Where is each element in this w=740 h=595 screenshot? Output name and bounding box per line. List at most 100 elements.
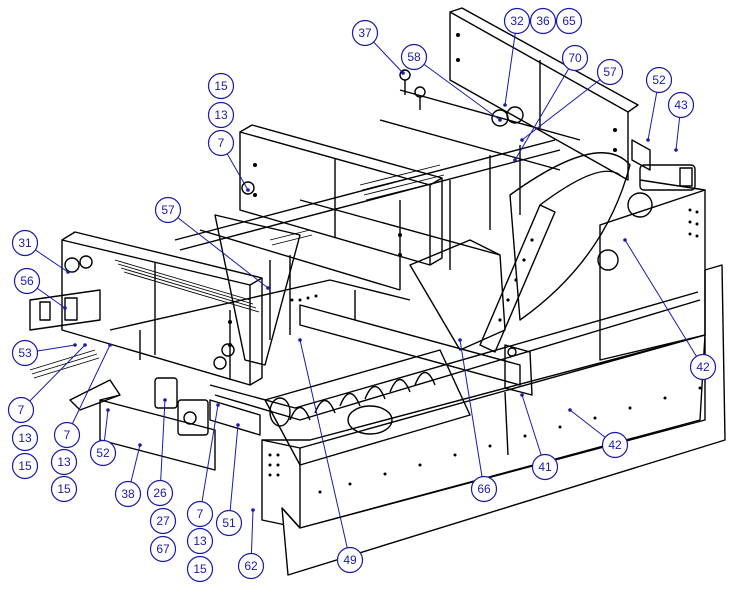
hopper-right: [409, 239, 506, 351]
callout-label: 38: [121, 487, 135, 501]
left-lower-box: [99, 399, 216, 471]
callout-circle: [11, 424, 39, 452]
callout-15: 15: [11, 452, 39, 480]
leader-line-26: [159, 399, 166, 494]
leader-tip-7: [246, 188, 250, 192]
callout-15: 15: [50, 475, 78, 503]
callout-label: 67: [156, 542, 170, 556]
callout-32: 32: [503, 7, 531, 35]
callout-52: 52: [89, 439, 117, 467]
callout-circle: [154, 196, 182, 224]
callout-circle: [11, 339, 39, 367]
brush-strips: [29, 164, 447, 379]
left-bracket: [29, 289, 101, 331]
leader-tip-66: [458, 338, 462, 342]
callout-27: 27: [149, 507, 177, 535]
callout-label: 37: [358, 26, 372, 40]
callout-label: 7: [197, 507, 204, 521]
leader-tip-70: [513, 158, 517, 162]
callout-circle: [53, 421, 81, 449]
leader-tip-52: [646, 138, 650, 142]
callout-label: 13: [193, 534, 207, 548]
callout-circle: [470, 475, 498, 503]
callout-circle: [207, 101, 235, 129]
callout-label: 49: [343, 553, 357, 567]
callout-label: 15: [214, 79, 228, 93]
callout-label: 15: [57, 482, 71, 496]
callout-label: 58: [407, 50, 421, 64]
leader-line-32: [504, 20, 518, 106]
callout-36: 36: [529, 7, 557, 35]
callout-70: 70: [561, 44, 589, 72]
callout-label: 70: [568, 51, 582, 65]
callout-circle: [114, 480, 142, 508]
gearbox-left: [154, 377, 178, 409]
callout-65: 65: [555, 7, 583, 35]
leader-line-7: [199, 404, 219, 515]
callout-circle: [215, 509, 243, 537]
leader-tip-38: [138, 443, 142, 447]
callout-circle: [689, 353, 717, 381]
callout-circle: [555, 7, 583, 35]
callout-37: 37: [351, 19, 379, 47]
callout-label: 53: [18, 346, 32, 360]
leader-tip-52: [106, 408, 110, 412]
callout-label: 51: [222, 516, 236, 530]
callout-label: 7: [64, 428, 71, 442]
callout-62: 62: [237, 552, 265, 580]
callout-circle: [503, 7, 531, 35]
leader-tip-51: [236, 423, 240, 427]
callout-circle: [667, 91, 695, 119]
callout-53: 53: [11, 339, 39, 367]
callout-label: 15: [18, 459, 32, 473]
leader-tip-49: [298, 338, 302, 342]
callout-label: 27: [156, 514, 170, 528]
callout-label: 7: [218, 136, 225, 150]
callout-31: 31: [11, 229, 39, 257]
callout-66: 66: [470, 475, 498, 503]
callout-circle: [11, 229, 39, 257]
callout-15: 15: [186, 555, 214, 583]
callout-label: 56: [20, 274, 34, 288]
hopper-left: [214, 214, 301, 366]
leader-tip-7: [83, 343, 87, 347]
callout-circle: [11, 452, 39, 480]
callout-38: 38: [114, 480, 142, 508]
callout-57: 57: [596, 58, 624, 86]
leader-tip-56: [63, 306, 67, 310]
callout-57: 57: [154, 196, 182, 224]
callout-7: 7: [207, 129, 235, 157]
front-beam: [299, 304, 521, 386]
callout-7: 7: [186, 500, 214, 528]
callout-circle: [50, 475, 78, 503]
leader-line-57: [167, 209, 269, 289]
callout-56: 56: [13, 267, 41, 295]
callout-circle: [400, 43, 428, 71]
leader-line-58: [413, 56, 501, 121]
callout-label: 13: [57, 455, 71, 469]
leader-tip-7: [108, 343, 112, 347]
leader-line-49: [299, 339, 351, 561]
top-rail-front: [214, 299, 701, 421]
callout-circle: [237, 552, 265, 580]
callout-circle: [336, 546, 364, 574]
callout-42: 42: [601, 431, 629, 459]
callout-67: 67: [149, 535, 177, 563]
callout-label: 36: [536, 14, 550, 28]
leader-tip-32: [503, 103, 507, 107]
right-side-wall: [599, 189, 706, 361]
callout-label: 15: [193, 562, 207, 576]
callout-label: 42: [696, 360, 710, 374]
front-frame: [261, 334, 706, 529]
callout-label: 57: [161, 203, 175, 217]
leader-tip-42: [568, 408, 572, 412]
callout-label: 66: [477, 482, 491, 496]
callout-51: 51: [215, 509, 243, 537]
callout-label: 31: [18, 236, 32, 250]
callout-label: 57: [603, 65, 617, 79]
callout-circle: [146, 479, 174, 507]
callout-label: 26: [153, 486, 167, 500]
callout-circle: [50, 448, 78, 476]
